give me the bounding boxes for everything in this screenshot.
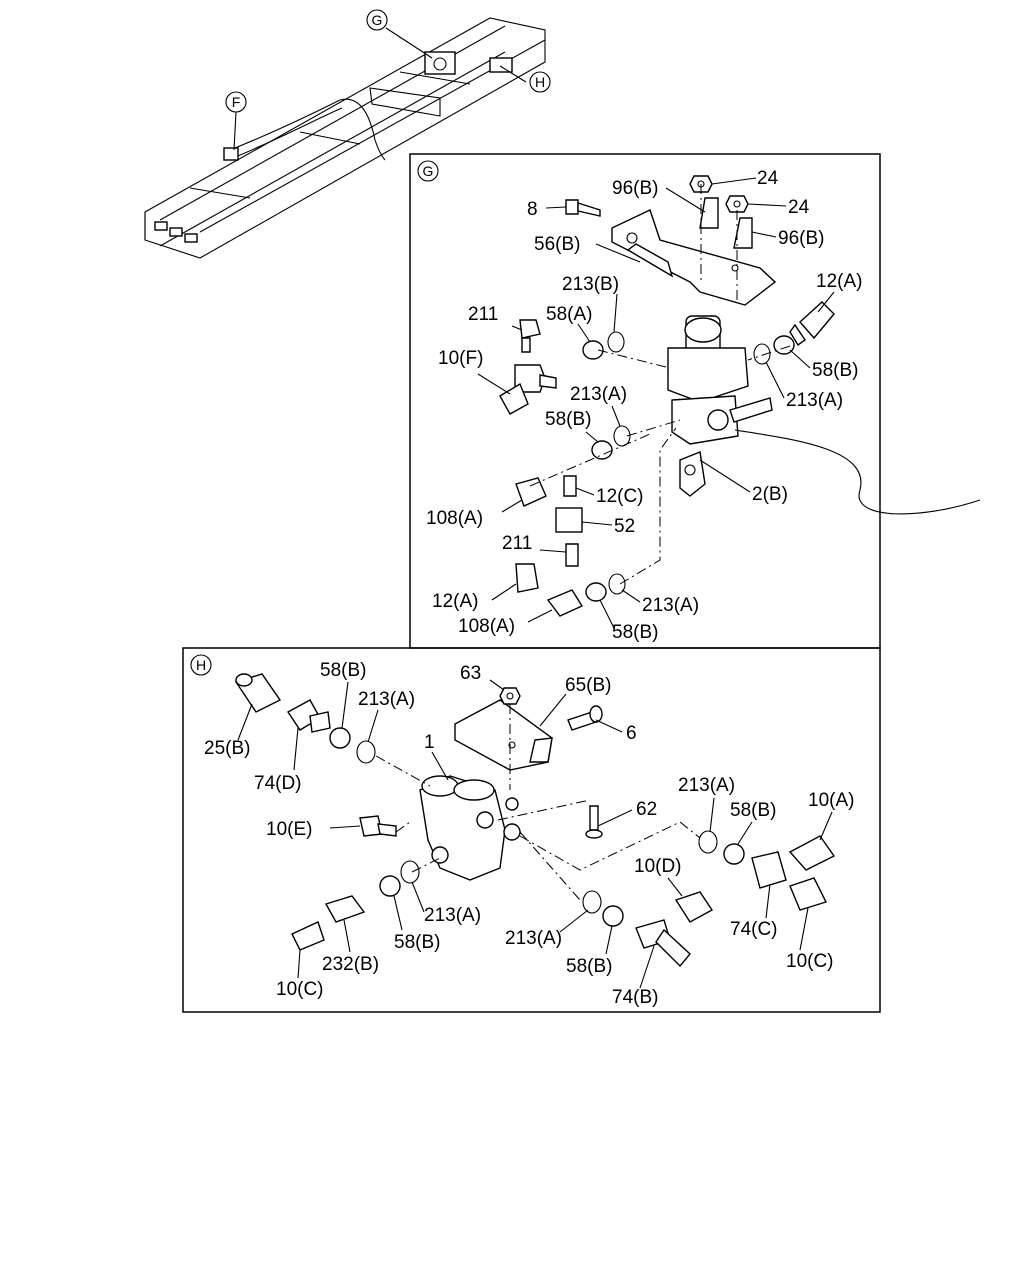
callout-g-96b-b: 96(B) <box>778 228 824 249</box>
callout-g-24a: 24 <box>757 168 779 189</box>
svg-text:H: H <box>535 74 545 90</box>
callout-h-63: 63 <box>460 663 481 684</box>
callout-h-213a-mid: 213(A) <box>424 905 481 926</box>
callout-g-213a-mid: 213(A) <box>570 384 627 405</box>
callout-h-1: 1 <box>424 732 435 753</box>
svg-text:H: H <box>196 657 206 673</box>
callout-h-58b-low: 58(B) <box>566 956 612 977</box>
callout-h-213a-top: 213(A) <box>358 689 415 710</box>
callout-h-74b: 74(B) <box>612 987 658 1008</box>
callout-h-65b: 65(B) <box>565 675 611 696</box>
panel-h-drawing <box>234 673 836 968</box>
callout-h-10c-left: 10(C) <box>276 979 324 1000</box>
panel-g-marker: G <box>417 160 439 182</box>
callout-g-12a-bot: 12(A) <box>432 591 478 612</box>
callout-h-10e: 10(E) <box>266 819 312 840</box>
callout-h-58b-right: 58(B) <box>730 800 776 821</box>
callout-g-58b-bot: 58(B) <box>612 622 658 643</box>
svg-text:G: G <box>423 163 434 179</box>
callout-g-58b-mid: 58(B) <box>545 409 591 430</box>
callout-h-232b: 232(B) <box>322 954 379 975</box>
callout-g-213a-bot: 213(A) <box>642 595 699 616</box>
callout-g-108a-top: 108(A) <box>426 508 483 529</box>
callout-g-10f: 10(F) <box>438 348 483 369</box>
panel-g-leaders <box>477 177 835 629</box>
callout-g-12a-top: 12(A) <box>816 271 862 292</box>
callout-h-213a-right: 213(A) <box>678 775 735 796</box>
callout-h-58b-top: 58(B) <box>320 660 366 681</box>
marker-f-overview: F <box>225 91 247 113</box>
callout-g-24b: 24 <box>788 197 810 218</box>
callout-g-108a-bot: 108(A) <box>458 616 515 637</box>
callout-g-213b: 213(B) <box>562 274 619 295</box>
svg-text:G: G <box>372 12 383 28</box>
svg-text:F: F <box>232 94 241 110</box>
panel-h-marker: H <box>190 654 212 676</box>
panel-g-callouts: 24 96(B) 24 8 96(B) 56(B) 213(B) 12(A) 2… <box>426 168 862 643</box>
callout-h-6: 6 <box>626 723 637 744</box>
callout-h-74d: 74(D) <box>254 773 302 794</box>
callout-h-10d: 10(D) <box>634 856 682 877</box>
chassis-frame-overview <box>144 17 546 259</box>
callout-g-96b-a: 96(B) <box>612 178 658 199</box>
panel-h-leaders <box>237 679 833 989</box>
marker-h-overview: H <box>529 71 551 93</box>
callout-g-52: 52 <box>614 516 635 537</box>
callout-g-12c: 12(C) <box>596 486 644 507</box>
callout-g-211-bot: 211 <box>502 533 532 554</box>
callout-g-8: 8 <box>527 199 538 220</box>
callout-h-25b: 25(B) <box>204 738 250 759</box>
panel-h-frame <box>182 647 881 1013</box>
callout-h-10c-right: 10(C) <box>786 951 834 972</box>
callout-g-211-top: 211 <box>468 304 498 325</box>
callout-g-58a: 58(A) <box>546 304 592 325</box>
panel-g-drawing <box>499 175 981 617</box>
callout-h-62: 62 <box>636 799 657 820</box>
callout-g-58b-right: 58(B) <box>812 360 858 381</box>
callout-h-74c: 74(C) <box>730 919 778 940</box>
callout-h-58b-mid: 58(B) <box>394 932 440 953</box>
callout-h-213a-low: 213(A) <box>505 928 562 949</box>
callout-g-2b: 2(B) <box>752 484 788 505</box>
callout-g-213a-right: 213(A) <box>786 390 843 411</box>
panel-h-callouts: 58(B) 63 65(B) 213(A) 6 1 25(B) 74(D) 21… <box>204 660 854 1008</box>
callout-h-10a: 10(A) <box>808 790 854 811</box>
marker-g-overview: G <box>366 9 388 31</box>
callout-g-56b: 56(B) <box>534 234 580 255</box>
